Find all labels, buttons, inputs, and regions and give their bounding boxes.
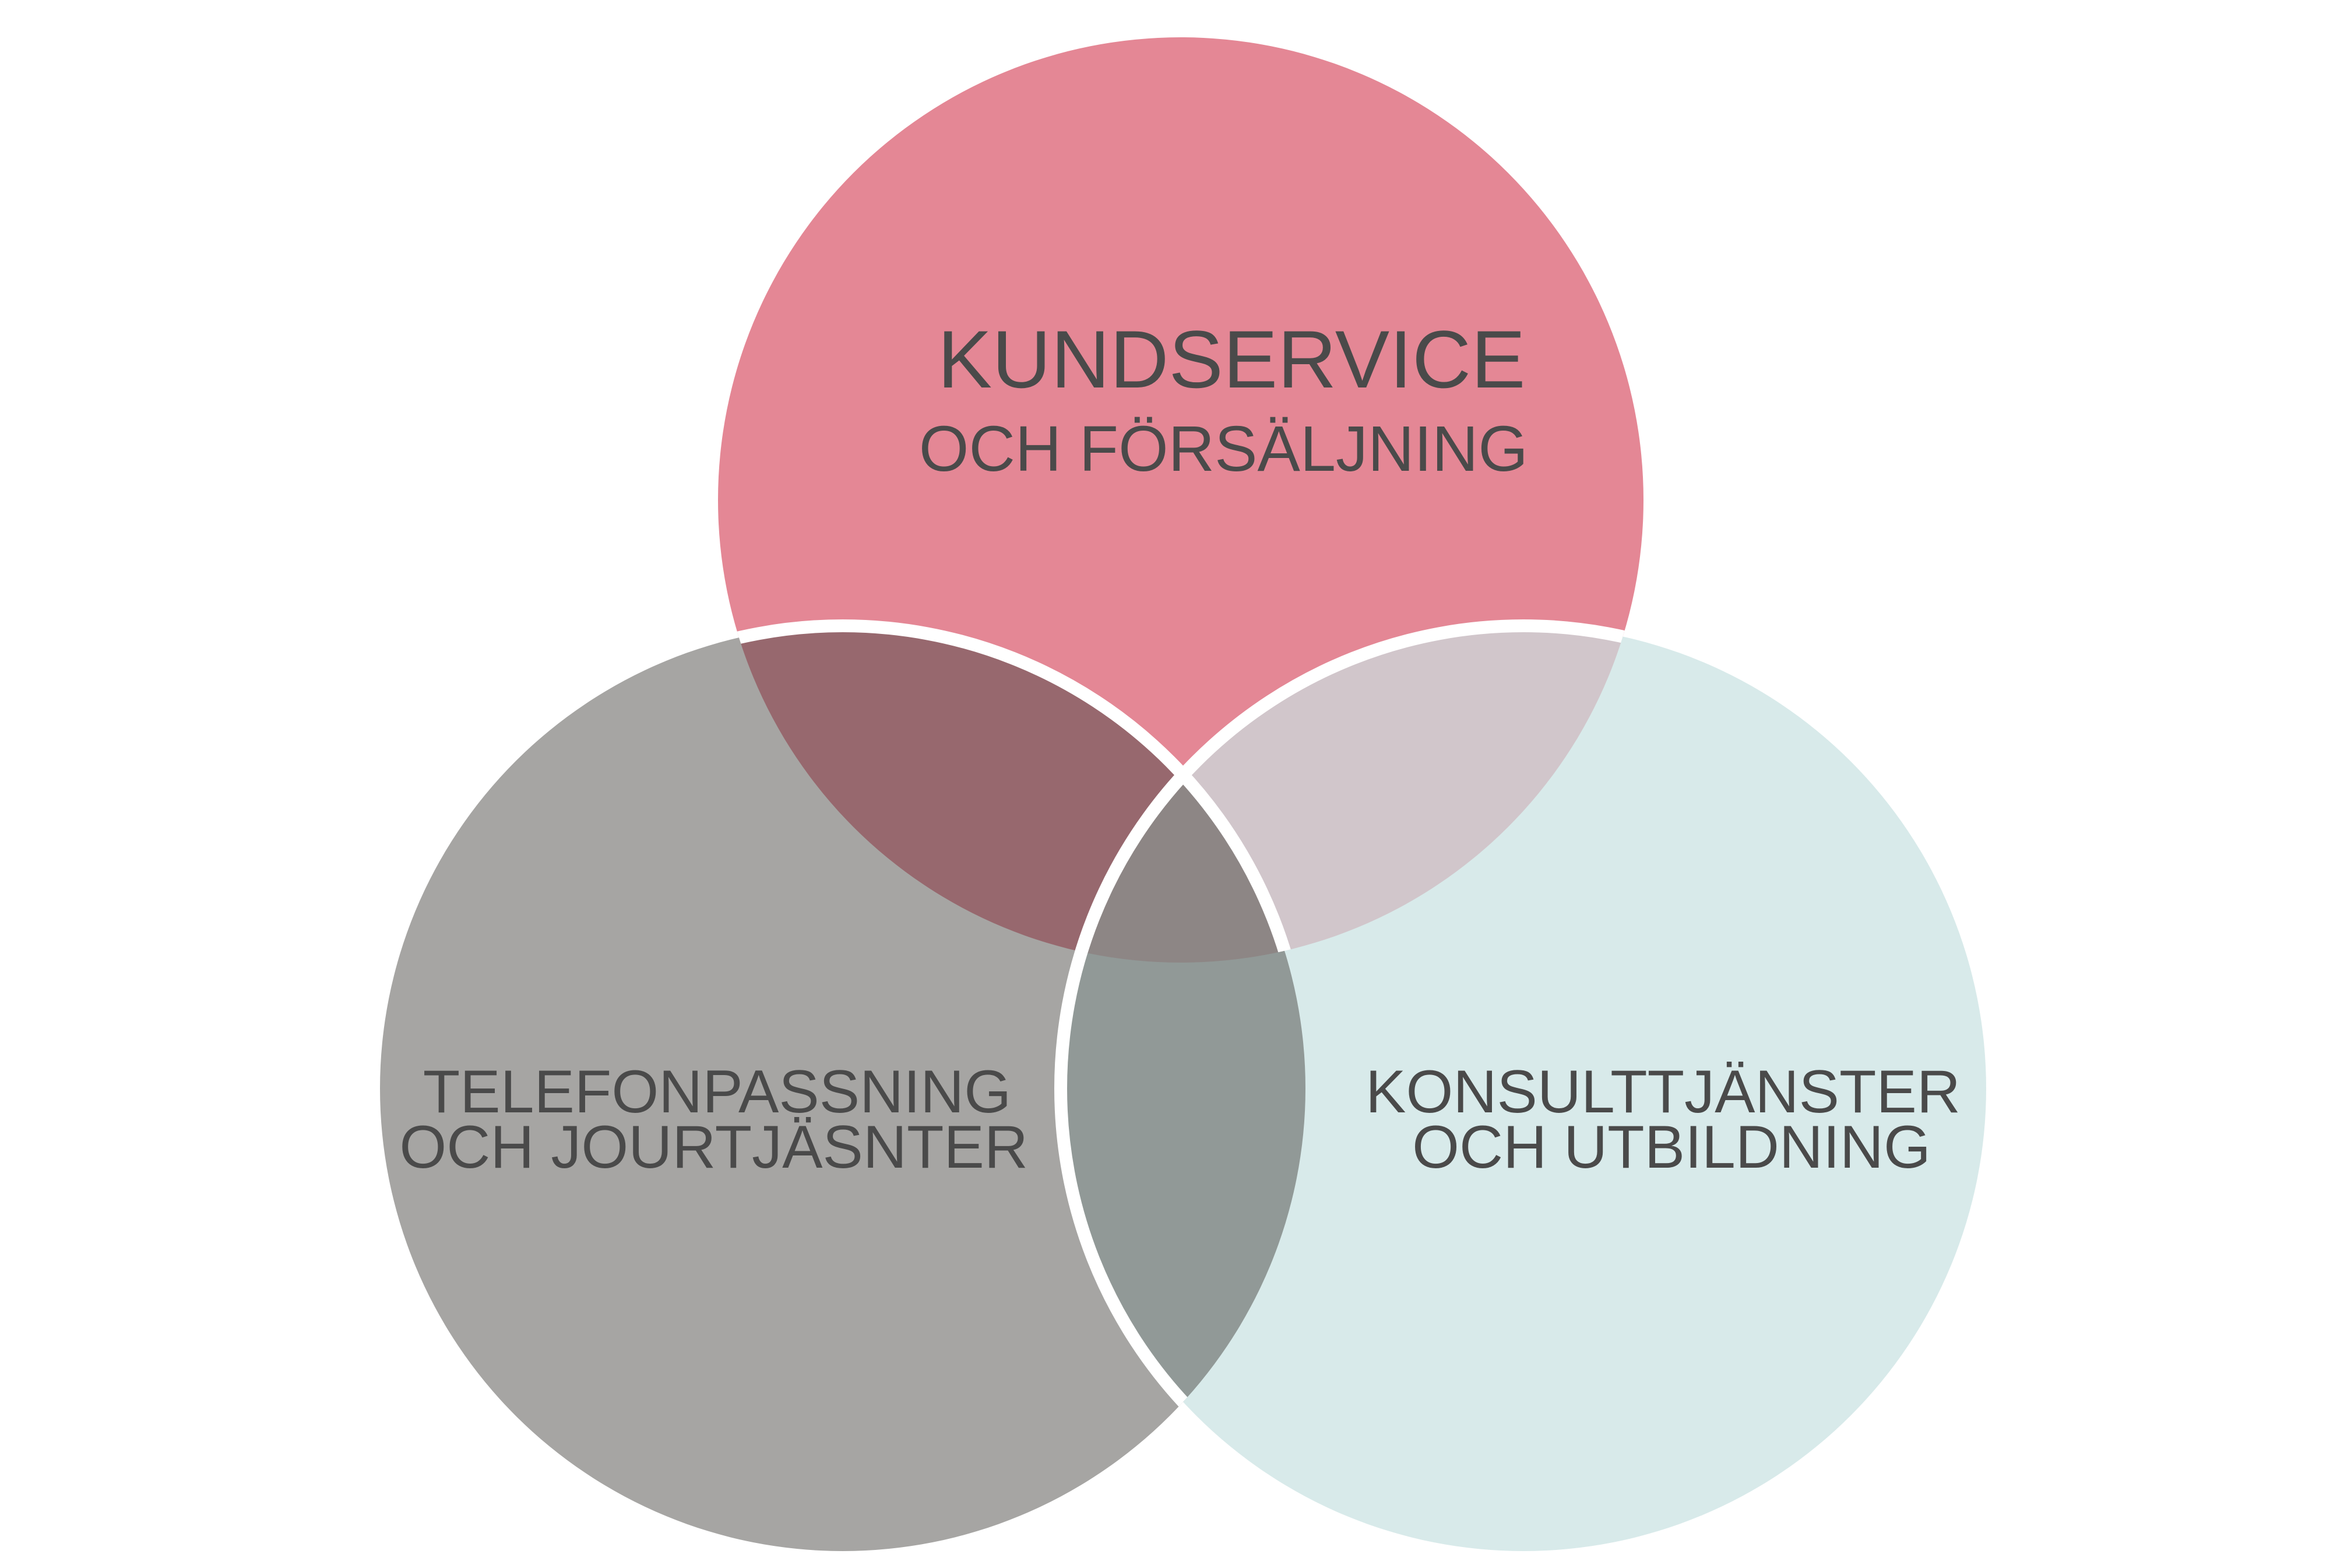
overlap-top-right — [1061, 626, 1643, 963]
overlap-top-left — [718, 626, 1305, 963]
label-top-line-1: KUNDSERVICE — [938, 313, 1526, 405]
label-right-line-2: OCH UTBILDNING — [1412, 1114, 1931, 1181]
outline-group — [718, 619, 1643, 1551]
label-right: KONSULTTJÄNSTER OCH UTBILDNING — [1365, 1058, 1977, 1181]
outline-right-top-arc — [1054, 619, 1643, 963]
label-right-line-1: KONSULTTJÄNSTER — [1365, 1058, 1961, 1126]
label-left: TELEFONPASSNING OCH JOURTJÄSNTER — [399, 1058, 1028, 1181]
label-top: KUNDSERVICE OCH FÖRSÄLJNING — [919, 313, 1528, 485]
label-top-line-2: OCH FÖRSÄLJNING — [919, 413, 1528, 485]
label-left-line-1: TELEFONPASSNING — [423, 1058, 1011, 1126]
outline-right-inner-arc — [1054, 626, 1305, 1551]
outline-left-top-arc — [718, 619, 1312, 963]
label-left-line-2: OCH JOURTJÄSNTER — [399, 1114, 1028, 1181]
